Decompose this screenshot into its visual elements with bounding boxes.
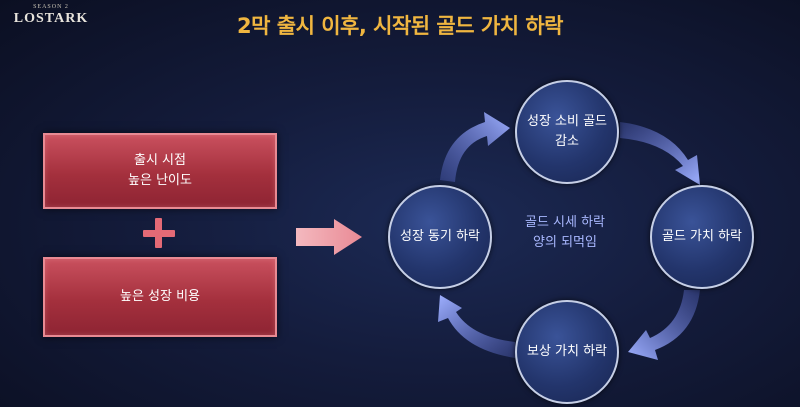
slide-title: 2막 출시 이후, 시작된 골드 가치 하락 [237, 14, 563, 38]
center-caption-line: 골드 시세 하락 [524, 215, 606, 230]
cause-box-line: 출시 시점 [134, 153, 186, 168]
center-caption-line: 양의 되먹임 [533, 235, 597, 250]
logo-brand-text: LOSTARK [13, 11, 89, 26]
node-label: 성장 소비 골드 [526, 114, 608, 129]
cycle-arrow-top-to-right [620, 122, 700, 185]
cycle-node-growth-gold-decrease: 성장 소비 골드 감소 [515, 80, 619, 184]
cause-box-growth-cost: 높은 성장 비용 [43, 257, 277, 337]
cycle-node-reward-value-decline: 보상 가치 하락 [515, 300, 619, 404]
node-label: 감소 [555, 134, 579, 149]
cycle-arrow-bottom-to-left [438, 295, 515, 358]
cycle-arrow-right-to-bottom [628, 290, 700, 360]
cycle-node-gold-value-decline: 골드 가치 하락 [650, 185, 754, 289]
lostark-logo: SEASON 2 LOSTARK [6, 4, 96, 26]
cause-box-line: 높은 성장 비용 [119, 289, 201, 304]
cycle-node-growth-motivation-decline: 성장 동기 하락 [388, 185, 492, 289]
node-label: 골드 가치 하락 [661, 229, 743, 244]
cause-box-launch-difficulty: 출시 시점 높은 난이도 [43, 133, 277, 209]
logo-season-text: SEASON 2 [33, 4, 69, 10]
plus-icon [139, 218, 179, 248]
node-label: 보상 가치 하락 [526, 344, 608, 359]
cycle-arrow-left-to-top [440, 112, 510, 182]
node-label: 성장 동기 하락 [399, 229, 481, 244]
right-arrow-icon [296, 219, 362, 255]
cycle-center-caption: 골드 시세 하락 양의 되먹임 [490, 213, 640, 253]
cause-box-line: 높은 난이도 [128, 173, 192, 188]
